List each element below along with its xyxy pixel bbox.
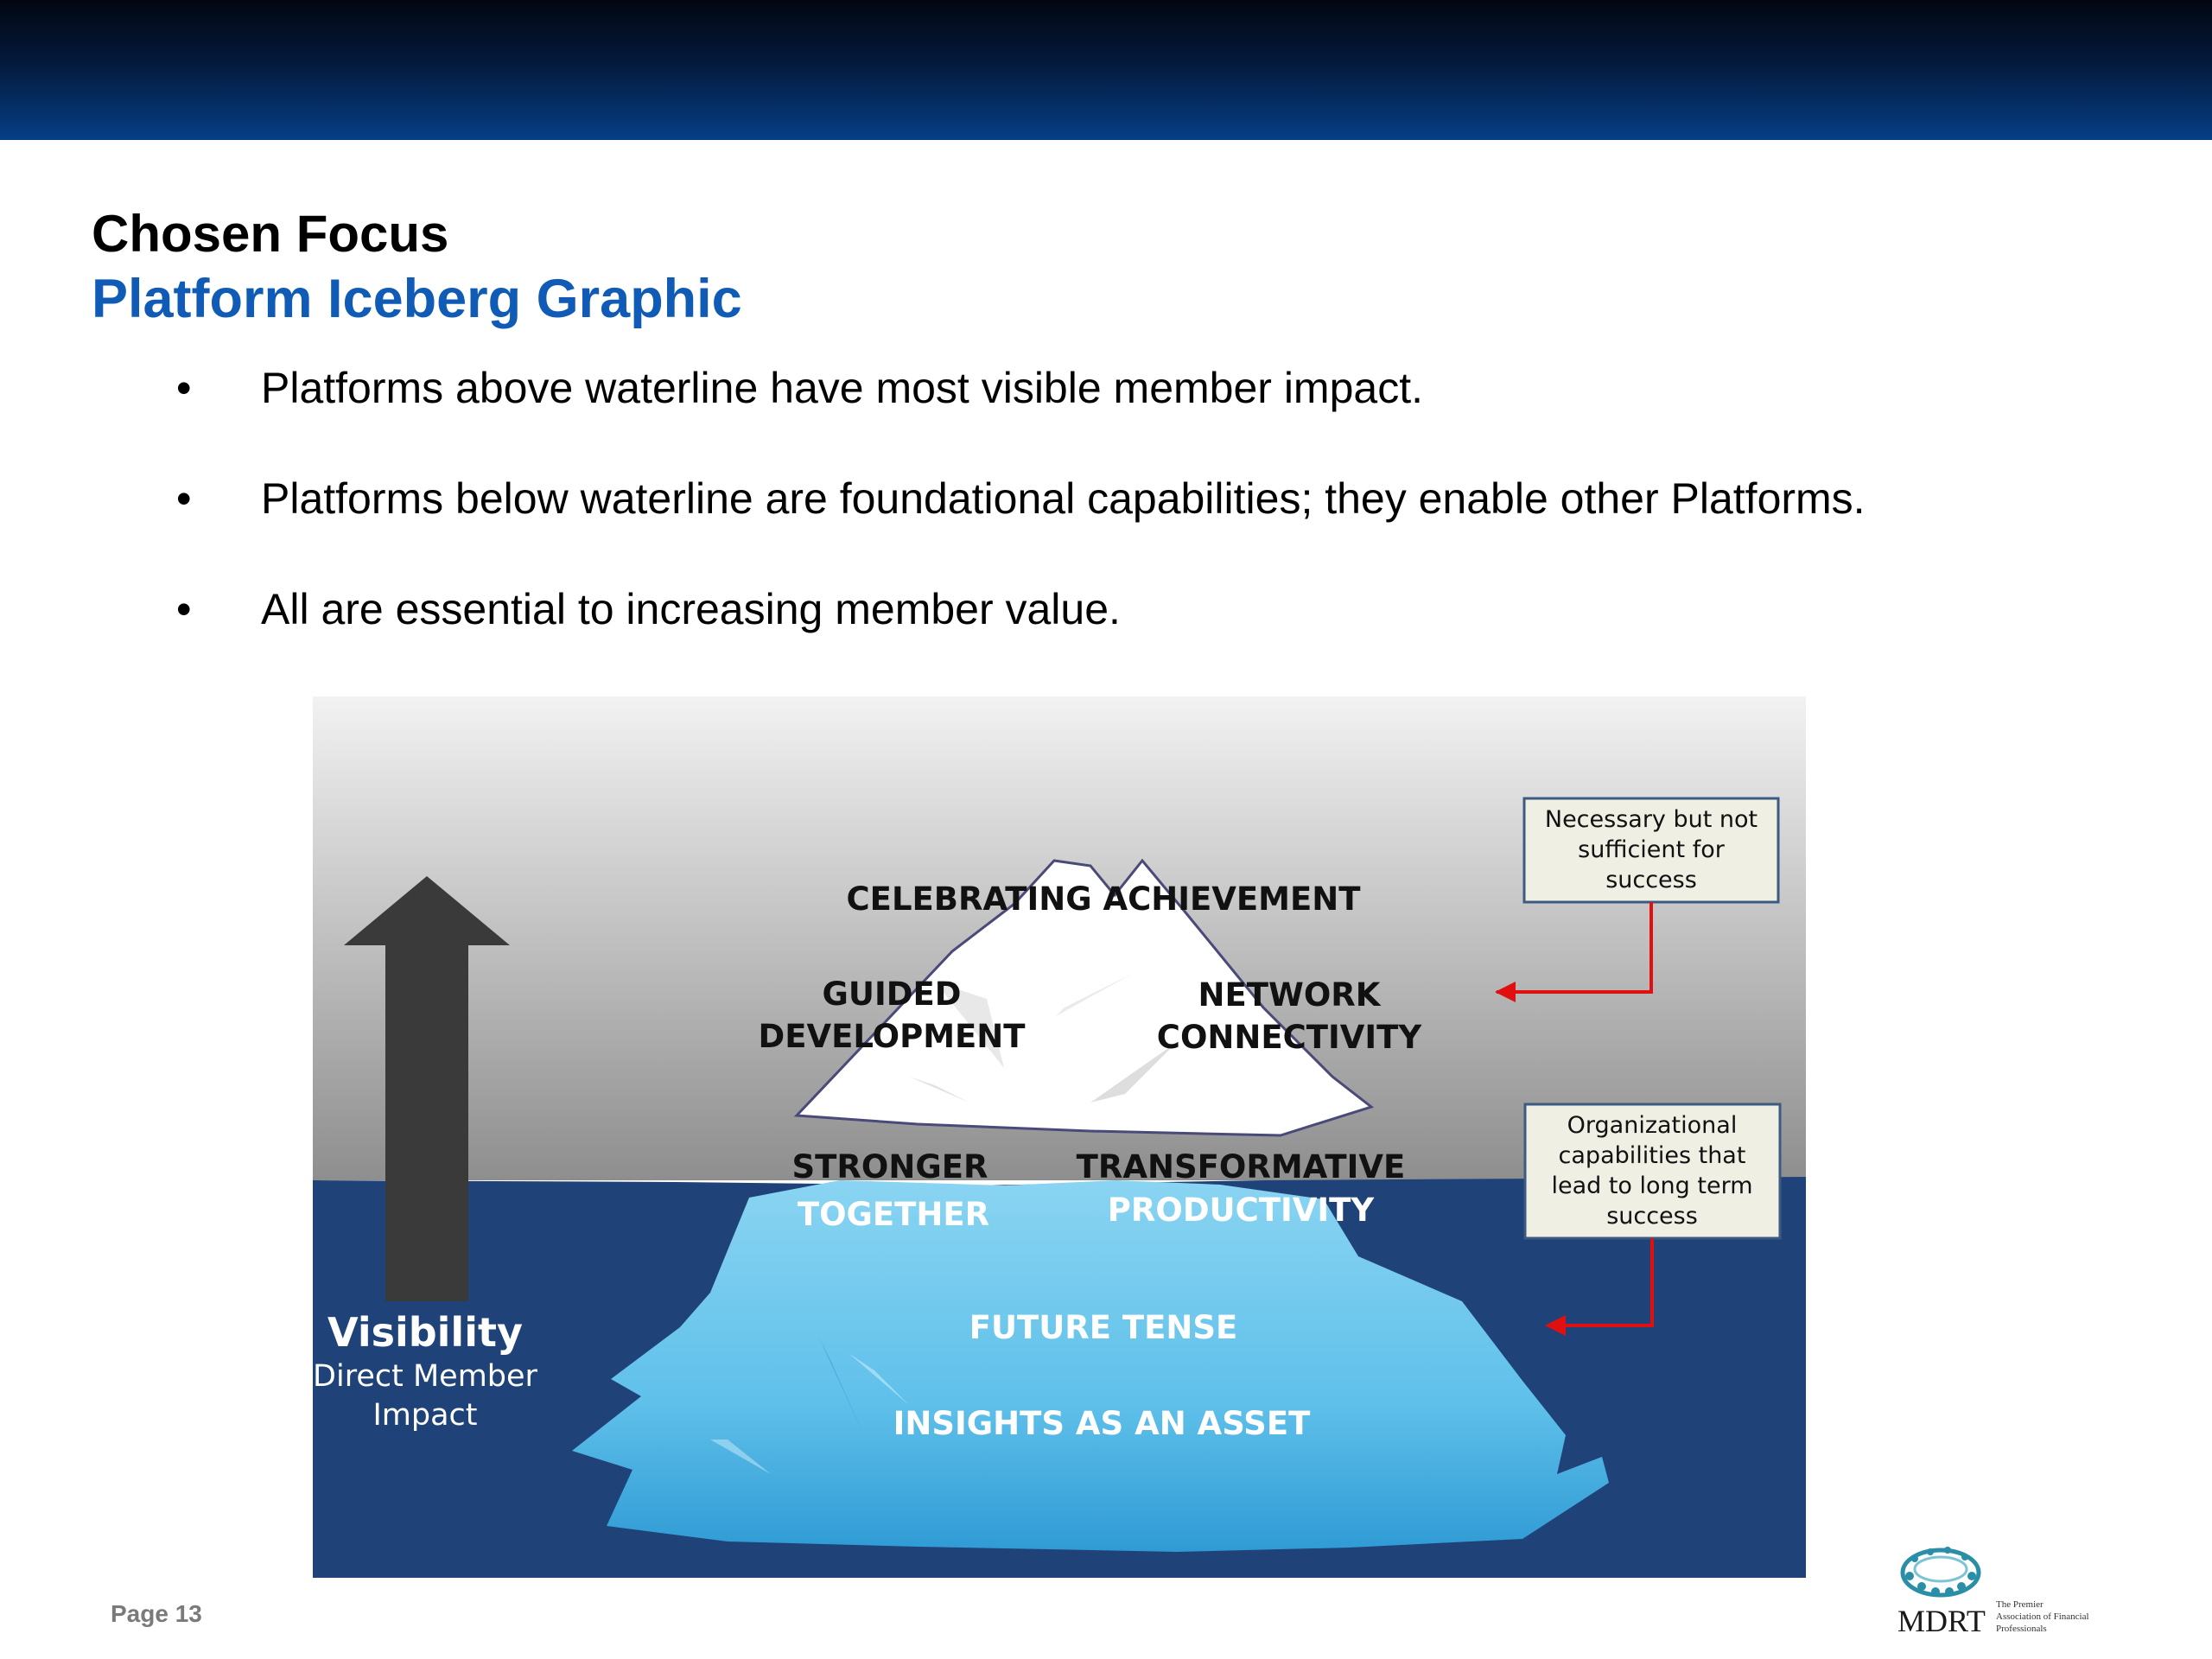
label-impact: Impact [372,1398,477,1433]
slide-title: Chosen Focus [92,205,449,263]
mdrt-logo: MDRT The Premier Association of Financia… [1892,1538,2117,1642]
ice-facet [849,1353,909,1405]
header-band [0,0,2212,140]
label-visibility: Visibility [327,1309,523,1356]
callout-text: lead to long term [1551,1173,1752,1199]
iceberg-diagram: CELEBRATING ACHIEVEMENT GUIDED DEVELOPME… [313,696,1806,1578]
mdrt-logo-icon: MDRT The Premier Association of Financia… [1897,1547,2089,1638]
bullet-marker: • [176,364,192,412]
label-together: TOGETHER [798,1196,989,1233]
callout-text: success [1606,1203,1698,1230]
label-productivity: PRODUCTIVITY [1108,1192,1376,1229]
slide-subtitle: Platform Iceberg Graphic [92,269,742,329]
iceberg-svg: CELEBRATING ACHIEVEMENT GUIDED DEVELOPME… [313,696,1806,1578]
ice-facet [710,1440,771,1474]
bullet-text: Platforms above waterline have most visi… [261,364,1423,412]
logo-text: MDRT [1897,1604,1986,1638]
callout-organizational: Organizational capabilities that lead to… [1523,1103,1782,1240]
label-insights-as-an-asset: INSIGHTS AS AN ASSET [893,1405,1311,1442]
logo-tagline: Professionals [1996,1624,2047,1634]
bullet-marker: • [176,474,192,523]
submerged-iceberg [572,1180,1609,1552]
callout-box [1522,797,1780,904]
page-number: Page 13 [111,1600,202,1627]
visibility-arrow-icon [344,876,510,1301]
bullet-text: All are essential to increasing member v… [261,585,1121,633]
ice-facet [1090,1042,1177,1103]
label-direct-member: Direct Member [313,1359,537,1394]
callout-text: Necessary but not [1545,806,1758,833]
ice-facet [909,1077,969,1103]
label-transformative: TRANSFORMATIVE [1077,1148,1406,1185]
connector-arrowhead-icon [1495,982,1516,1002]
connector-line [1548,1238,1654,1327]
logo-tagline: The Premier [1996,1599,2044,1610]
callout-necessary: Necessary but not sufficient for success [1522,797,1780,904]
bullet-text: Platforms below waterline are foundation… [261,474,1866,523]
label-stronger: STRONGER [792,1148,988,1185]
label-future-tense: FUTURE TENSE [969,1309,1238,1346]
callout-text: capabilities that [1559,1142,1746,1169]
callout-text: sufficient for [1578,836,1726,863]
connector-arrowhead-icon [1545,1315,1566,1336]
connector-line [1497,902,1653,994]
callout-box [1523,1103,1782,1240]
label-guided: GUIDED [823,976,962,1013]
logo-tagline: Association of Financial [1996,1611,2089,1622]
label-network: NETWORK [1198,976,1382,1014]
label-connectivity: CONNECTIVITY [1157,1019,1423,1056]
label-development: DEVELOPMENT [758,1018,1026,1055]
label-celebrating-achievement: CELEBRATING ACHIEVEMENT [847,880,1362,918]
ice-facet [818,1336,866,1440]
callout-text: success [1605,867,1697,893]
callout-text: Organizational [1567,1112,1738,1139]
ice-facet [935,982,1004,1068]
bullet-marker: • [176,585,192,633]
ice-facet [1056,973,1134,1016]
